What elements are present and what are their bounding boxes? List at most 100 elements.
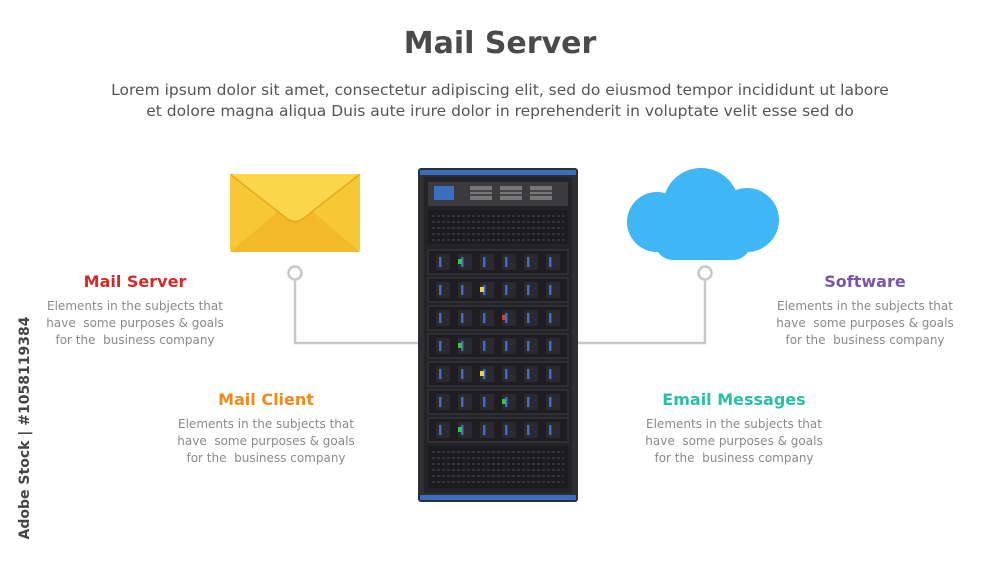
drive-led xyxy=(549,397,552,407)
item-heading: Mail Client xyxy=(218,390,314,409)
item-heading: Software xyxy=(824,272,906,291)
server-unit xyxy=(427,417,569,443)
drive-bay xyxy=(458,394,472,410)
item-description: Elements in the subjects that have some … xyxy=(776,299,954,347)
server-unit xyxy=(427,305,569,331)
drive-bay xyxy=(546,310,560,326)
status-led xyxy=(458,427,462,432)
drive-led xyxy=(527,425,530,435)
drive-led xyxy=(549,341,552,351)
status-led xyxy=(480,287,484,292)
server-unit xyxy=(427,361,569,387)
drive-led xyxy=(439,313,442,323)
drive-bay xyxy=(524,394,538,410)
drive-led xyxy=(549,369,552,379)
drive-led xyxy=(527,341,530,351)
envelope-icon xyxy=(230,174,360,252)
connector-line-right xyxy=(578,279,707,345)
drive-led xyxy=(549,313,552,323)
drive-bay xyxy=(502,338,516,354)
subtitle-line-1: Lorem ipsum dolor sit amet, consectetur … xyxy=(111,81,889,99)
drive-bay xyxy=(524,338,538,354)
drive-led xyxy=(439,397,442,407)
status-led xyxy=(458,259,462,264)
drive-led xyxy=(527,285,530,295)
drive-bay xyxy=(546,394,560,410)
server-rack-icon xyxy=(418,168,578,502)
drive-led xyxy=(505,397,508,407)
drive-led xyxy=(483,257,486,267)
stock-watermark: Adobe Stock | #1058119384 xyxy=(6,317,34,550)
drive-led xyxy=(461,369,464,379)
item-mail-server: Mail Server Elements in the subjects tha… xyxy=(45,272,225,349)
connector-node-right xyxy=(697,265,713,281)
drive-led xyxy=(549,285,552,295)
drive-led xyxy=(483,313,486,323)
drive-bay xyxy=(458,366,472,382)
drive-bay xyxy=(546,422,560,438)
connector-line-left xyxy=(293,279,418,345)
drive-led xyxy=(439,257,442,267)
drive-bay xyxy=(436,310,450,326)
drive-bay xyxy=(502,422,516,438)
item-mail-client: Mail Client Elements in the subjects tha… xyxy=(176,390,356,467)
drive-led xyxy=(483,285,486,295)
item-heading: Email Messages xyxy=(662,390,806,409)
drive-led xyxy=(461,257,464,267)
drive-bay xyxy=(524,282,538,298)
drive-bay xyxy=(546,254,560,270)
item-software: Software Elements in the subjects that h… xyxy=(775,272,955,349)
drive-bay xyxy=(458,282,472,298)
drive-bay xyxy=(436,366,450,382)
drive-bay xyxy=(546,366,560,382)
drive-led xyxy=(439,341,442,351)
item-heading: Mail Server xyxy=(83,272,187,291)
drive-bay xyxy=(458,310,472,326)
status-led xyxy=(502,315,506,320)
watermark-text: Adobe Stock | #1058119384 xyxy=(17,316,33,540)
page-subtitle: Lorem ipsum dolor sit amet, consectetur … xyxy=(40,80,960,122)
drive-led xyxy=(461,397,464,407)
item-email-messages: Email Messages Elements in the subjects … xyxy=(644,390,824,467)
drive-led xyxy=(505,341,508,351)
drive-bay xyxy=(480,310,494,326)
item-description: Elements in the subjects that have some … xyxy=(46,299,224,347)
drive-led xyxy=(505,425,508,435)
drive-led xyxy=(461,285,464,295)
drive-led xyxy=(549,425,552,435)
drive-led xyxy=(505,369,508,379)
drive-bay xyxy=(546,282,560,298)
server-unit xyxy=(427,333,569,359)
drive-led xyxy=(483,425,486,435)
status-led xyxy=(502,399,506,404)
drive-led xyxy=(505,285,508,295)
drive-led xyxy=(505,257,508,267)
drive-bay xyxy=(436,254,450,270)
drive-led xyxy=(439,369,442,379)
drive-bay xyxy=(524,254,538,270)
drive-led xyxy=(549,257,552,267)
server-unit xyxy=(427,249,569,275)
drive-led xyxy=(527,313,530,323)
page-title: Mail Server xyxy=(403,26,597,61)
drive-bay xyxy=(436,422,450,438)
drive-bay xyxy=(502,366,516,382)
drive-led xyxy=(461,425,464,435)
drive-led xyxy=(461,313,464,323)
status-led xyxy=(480,371,484,376)
item-description: Elements in the subjects that have some … xyxy=(177,417,355,465)
server-unit xyxy=(427,277,569,303)
drive-bay xyxy=(436,282,450,298)
cloud-icon xyxy=(627,168,779,260)
drive-bay xyxy=(546,338,560,354)
drive-led xyxy=(439,285,442,295)
drive-led xyxy=(505,313,508,323)
item-description: Elements in the subjects that have some … xyxy=(645,417,823,465)
status-led xyxy=(458,343,462,348)
drive-bay xyxy=(480,394,494,410)
drive-bay xyxy=(436,394,450,410)
server-unit xyxy=(427,389,569,415)
drive-bay xyxy=(436,338,450,354)
drive-led xyxy=(527,397,530,407)
subtitle-line-2: et dolore magna aliqua Duis aute irure d… xyxy=(146,102,854,120)
